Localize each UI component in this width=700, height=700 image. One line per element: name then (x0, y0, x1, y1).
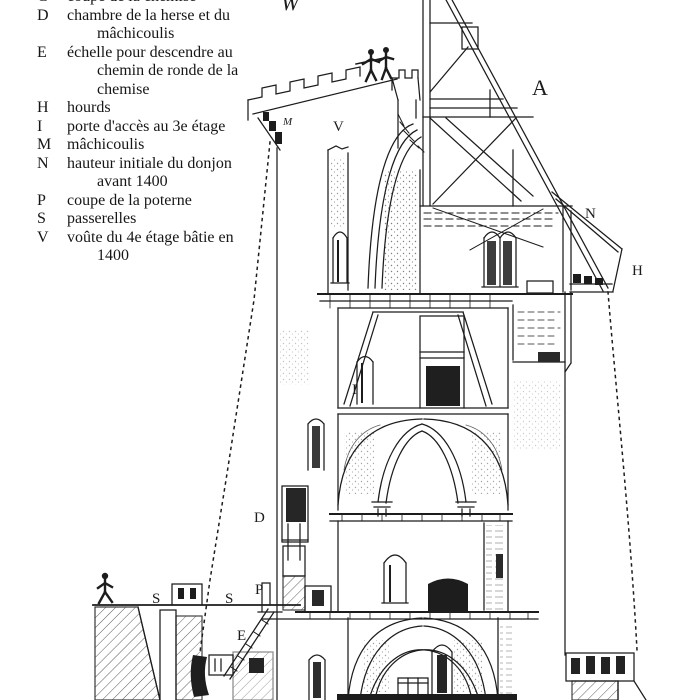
legend-text: mâchicoulis (67, 136, 145, 153)
defenders-figures (355, 47, 395, 83)
tower-top-parapet (391, 69, 421, 149)
label-machicoulis-M: M (282, 116, 293, 128)
label-poterne-P: P (255, 582, 263, 598)
legend-letter: V (37, 228, 49, 246)
left-outer-wall (257, 147, 332, 700)
legend-text: hauteur initiale du donjon avant 1400 (67, 154, 232, 191)
right-outer-wall (512, 280, 572, 656)
legend-entry: C coupe de la chemise (28, 0, 266, 7)
legend-letter: P (37, 191, 46, 209)
legend-entry: I porte d'accès au 3e étage (28, 118, 266, 137)
third-floor (337, 307, 509, 415)
legend-letter: D (37, 6, 49, 24)
legend-text: hourds (67, 99, 111, 116)
cellar-vault (308, 617, 517, 700)
floor-band-4-3 (317, 293, 573, 309)
label-ladder-E: E (237, 628, 246, 644)
old-top-floor (423, 206, 572, 293)
legend-letter: E (37, 43, 47, 61)
legend-entry: P coupe de la poterne (28, 192, 266, 211)
label-door-I: I (352, 382, 357, 398)
label-initial-height-N: N (585, 206, 596, 222)
legend-text: coupe de la chemise (67, 0, 266, 7)
legend-text: chambre de la herse et du mâchicoulis (67, 6, 231, 43)
legend-text: passerelles (67, 210, 137, 227)
legend-entry: V voûte du 4e étage bâtie en 1400 (28, 229, 266, 266)
legend-text: échelle pour descendre au chemin de rond… (67, 43, 239, 98)
dotted-profile-lines (199, 141, 638, 653)
legend-entry: D chambre de la herse et du mâchicoulis (28, 7, 266, 44)
legend-entry: S passerelles (28, 210, 266, 229)
outbuilding (565, 652, 647, 700)
legend-letter: S (37, 210, 46, 227)
label-vault-V: V (333, 119, 344, 135)
legend-text: coupe de la poterne (67, 191, 192, 209)
label-top-partial: W (281, 0, 301, 15)
label-hourds-H: H (632, 263, 643, 279)
drawing-labels: W A M V N H I D P S S E (152, 0, 643, 644)
second-floor-vault (307, 413, 509, 517)
legend-entry: N hauteur initiale du donjon avant 1400 (28, 155, 266, 192)
label-scaffold-A: A (532, 75, 548, 100)
label-passerelle-S1: S (152, 591, 160, 607)
legend-text: porte d'accès au 3e étage (67, 117, 226, 135)
legend-letter: M (37, 136, 52, 153)
fourth-floor-vault (327, 113, 425, 294)
walking-figure (96, 572, 114, 605)
floor-band-2-1 (329, 513, 513, 522)
legend: C coupe de la chemise D chambre de la he… (28, 0, 266, 266)
legend-letter: N (37, 154, 49, 172)
legend-entry: M mâchicoulis (28, 136, 266, 155)
legend-letter: C (28, 0, 67, 7)
legend-text: voûte du 4e étage bâtie en 1400 (67, 228, 234, 265)
legend-letter: I (37, 117, 43, 135)
ground-band (261, 611, 539, 620)
construction-scaffold (419, 0, 609, 292)
machicoulis-corbels (263, 112, 282, 144)
chemise-wall (247, 66, 398, 151)
bottom-left-terrain (92, 583, 301, 700)
label-passerelle-S2: S (225, 591, 233, 607)
label-herse-D: D (254, 510, 265, 526)
legend-letter: H (37, 99, 49, 116)
legend-entry: H hourds (28, 99, 266, 118)
hourds-gallery (551, 191, 623, 293)
first-floor (337, 520, 509, 613)
legend-entry: E échelle pour descendre au chemin de ro… (28, 44, 266, 100)
